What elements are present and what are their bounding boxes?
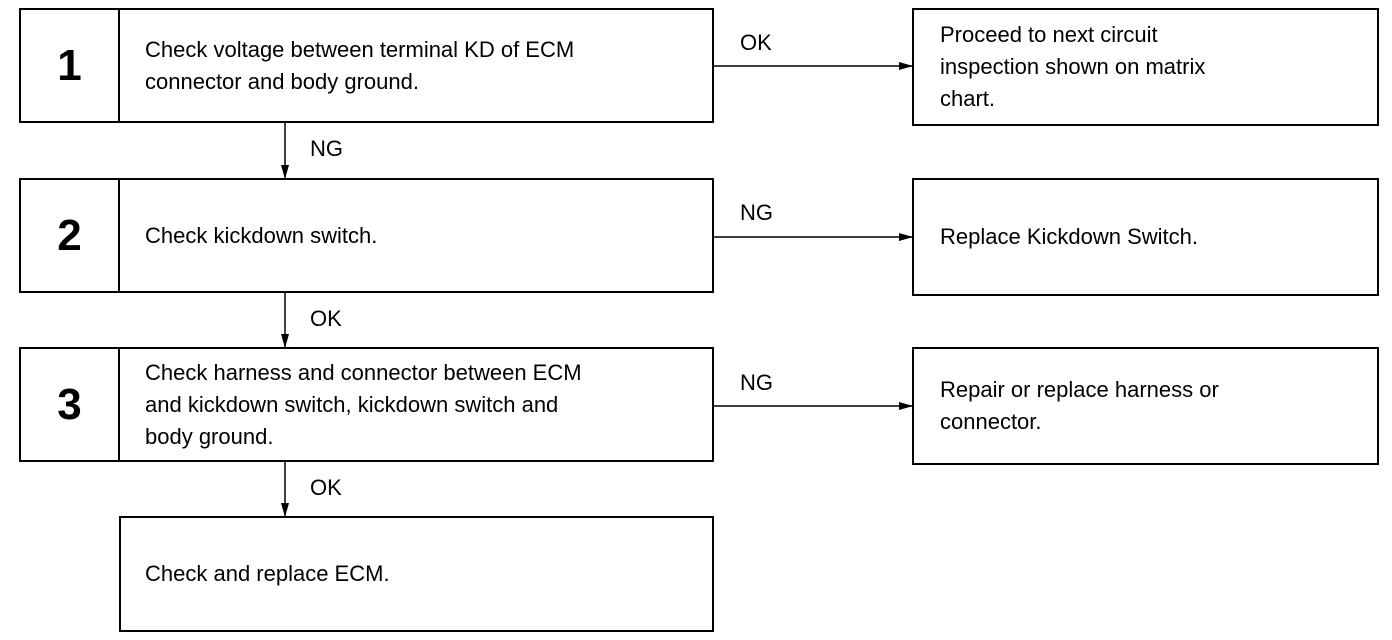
step-2-number: 2 [21, 180, 120, 291]
final-action-text: Check and replace ECM. [145, 561, 390, 586]
step-1-text: Check voltage between terminal KD of ECM… [145, 36, 575, 94]
step-2-box: 2 Check kickdown switch. [19, 178, 714, 293]
result-1-box: Proceed to next circuit inspection shown… [912, 8, 1379, 126]
step-3-number: 3 [21, 349, 120, 460]
side-label-2: NG [740, 200, 773, 225]
down-label-3: OK [310, 475, 342, 500]
final-action-box: Check and replace ECM. [119, 516, 714, 632]
step-1-number: 1 [21, 10, 120, 121]
down-label-1: NG [310, 136, 343, 161]
result-3-box: Repair or replace harness or connector. [912, 347, 1379, 465]
step-3-text: Check harness and connector between ECM … [145, 359, 582, 449]
down-label-2: OK [310, 306, 342, 331]
step-1-box: 1 Check voltage between terminal KD of E… [19, 8, 714, 123]
side-label-3: NG [740, 370, 773, 395]
step-2-text: Check kickdown switch. [145, 222, 378, 248]
result-2-box: Replace Kickdown Switch. [912, 178, 1379, 296]
step-3-box: 3 Check harness and connector between EC… [19, 347, 714, 462]
side-label-1: OK [740, 30, 772, 55]
